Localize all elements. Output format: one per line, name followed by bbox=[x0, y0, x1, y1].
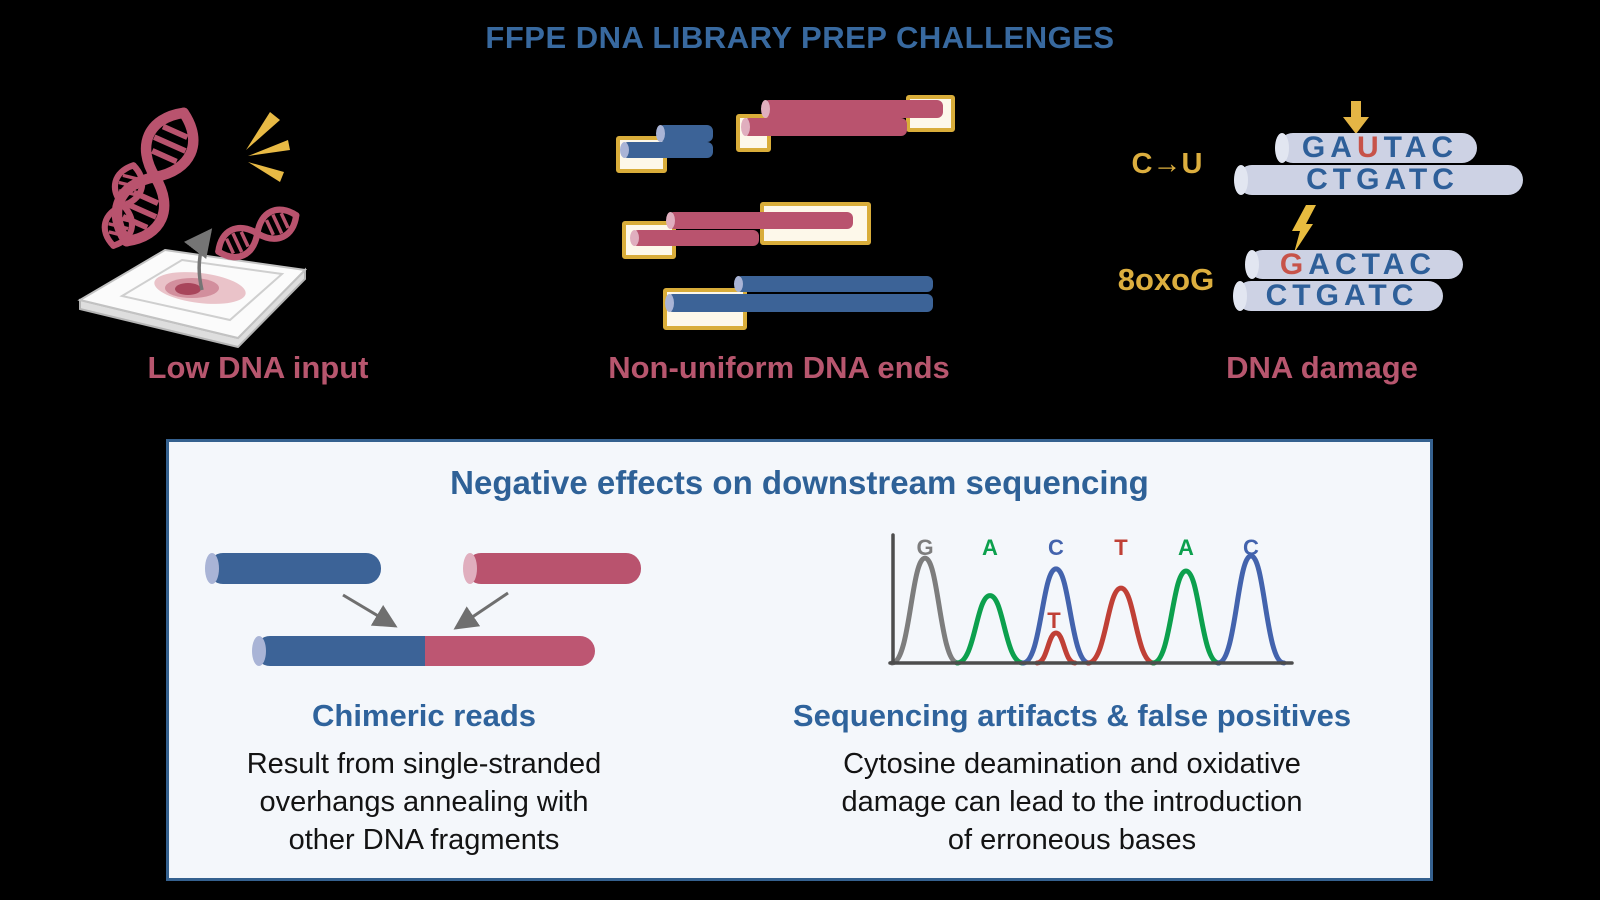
dna-fragment-rod bbox=[656, 125, 713, 142]
dna-strand-top: GAUTAC bbox=[1275, 133, 1477, 163]
chimeric-dna-rod bbox=[252, 636, 595, 666]
label-low-dna-input: Low DNA input bbox=[147, 350, 369, 385]
label-dna-damage: DNA damage bbox=[1226, 350, 1418, 385]
svg-text:T: T bbox=[1114, 535, 1128, 560]
annealing-arrows-icon bbox=[342, 591, 509, 630]
dna-fragment-rod bbox=[463, 553, 641, 584]
sequencing-artifacts-description: Cytosine deamination and oxidative damag… bbox=[841, 748, 1303, 856]
arrow-down-icon bbox=[1343, 101, 1369, 134]
chimeric-reads-heading: Chimeric reads bbox=[312, 698, 536, 733]
svg-text:T: T bbox=[1047, 608, 1061, 633]
break-spark-icon bbox=[246, 112, 290, 182]
dna-fragment-rod bbox=[666, 212, 853, 229]
svg-text:A: A bbox=[1178, 535, 1194, 560]
svg-text:C: C bbox=[1243, 535, 1259, 560]
label-non-uniform-dna-ends: Non-uniform DNA ends bbox=[608, 350, 950, 385]
dna-strand-top: GACTAC bbox=[1245, 249, 1463, 279]
page-title: FFPE DNA LIBRARY PREP CHALLENGES bbox=[485, 20, 1115, 55]
dna-fragment-rod bbox=[630, 230, 759, 246]
chromatogram-trace: G A C T T A C bbox=[888, 533, 1294, 666]
svg-text:G: G bbox=[916, 535, 933, 560]
dna-fragment-rod bbox=[734, 276, 933, 292]
svg-text:C: C bbox=[1048, 535, 1064, 560]
deamination-tag: C→U bbox=[1131, 148, 1203, 180]
ffpe-slide-dna-illustration bbox=[77, 88, 308, 348]
dna-strand-bottom: CTGATC bbox=[1234, 165, 1523, 195]
dna-fragment-rod bbox=[741, 118, 907, 136]
dna-strand-bottom: CTGATC bbox=[1233, 281, 1443, 311]
negative-effects-panel: Negative effects on downstream sequencin… bbox=[166, 439, 1433, 881]
dna-fragment-rod bbox=[205, 553, 381, 584]
chimeric-reads-description: Result from single-stranded overhangs an… bbox=[246, 748, 602, 856]
dna-fragment-rod bbox=[761, 100, 943, 118]
sequencing-artifacts-heading: Sequencing artifacts & false positives bbox=[792, 698, 1352, 733]
dna-fragment-rod bbox=[620, 142, 713, 158]
svg-text:A: A bbox=[982, 535, 998, 560]
lightning-bolt-icon bbox=[1292, 205, 1316, 253]
dna-helix-side-icon bbox=[213, 203, 303, 265]
effects-box-title: Negative effects on downstream sequencin… bbox=[450, 464, 1149, 501]
extraction-arrow-icon bbox=[183, 228, 213, 291]
dna-fragment-rod bbox=[665, 294, 933, 312]
oxidation-tag: 8oxoG bbox=[1117, 262, 1215, 297]
